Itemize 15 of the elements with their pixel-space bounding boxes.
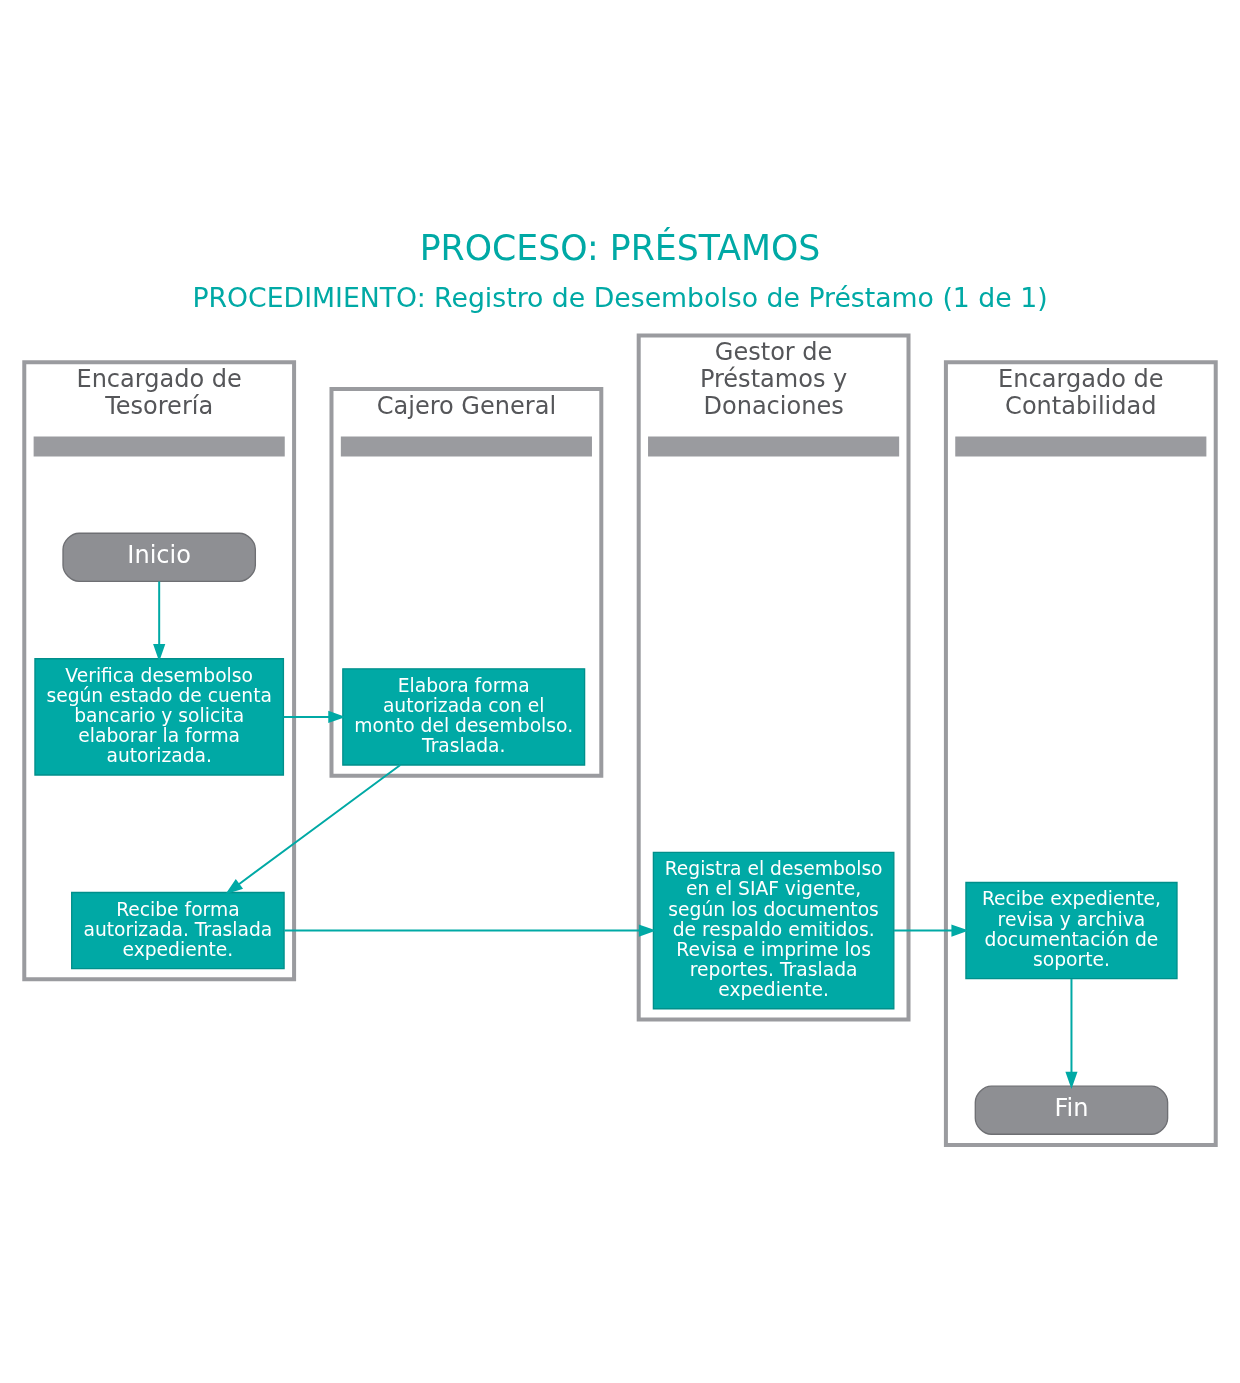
arrow bbox=[282, 710, 346, 723]
node-box: Inicio bbox=[62, 532, 256, 582]
arrow bbox=[283, 924, 657, 937]
arrow bbox=[225, 764, 402, 895]
diagram-title: PROCESO: PRÉSTAMOS bbox=[419, 228, 821, 269]
node-box: Recibe forma autorizada. Traslada expediente. bbox=[71, 891, 285, 970]
arrow bbox=[153, 580, 166, 662]
node-box: Recibe expediente, revisa y archiva documentación de soporte. bbox=[965, 881, 1178, 980]
node-box: Verifica desembolso según estado de cuenta bancario y solicita elaborar la forma autorizada. bbox=[34, 658, 285, 776]
label: PROCEDIMIENTO: Registro de Desembolso de Préstamo (1 de 1) bbox=[192, 282, 1048, 314]
node-box: Registra el desembolso en el SIAF vigente, según los documentos de respaldo emitidos. Revisa e imprime los reportes. Traslada expediente. bbox=[652, 851, 895, 1010]
arrow bbox=[1065, 977, 1078, 1090]
node-box: Elabora forma autorizada con el monto del desembolso. Traslada. bbox=[342, 668, 586, 766]
arrow bbox=[893, 924, 969, 937]
node-box: Fin bbox=[974, 1085, 1169, 1135]
